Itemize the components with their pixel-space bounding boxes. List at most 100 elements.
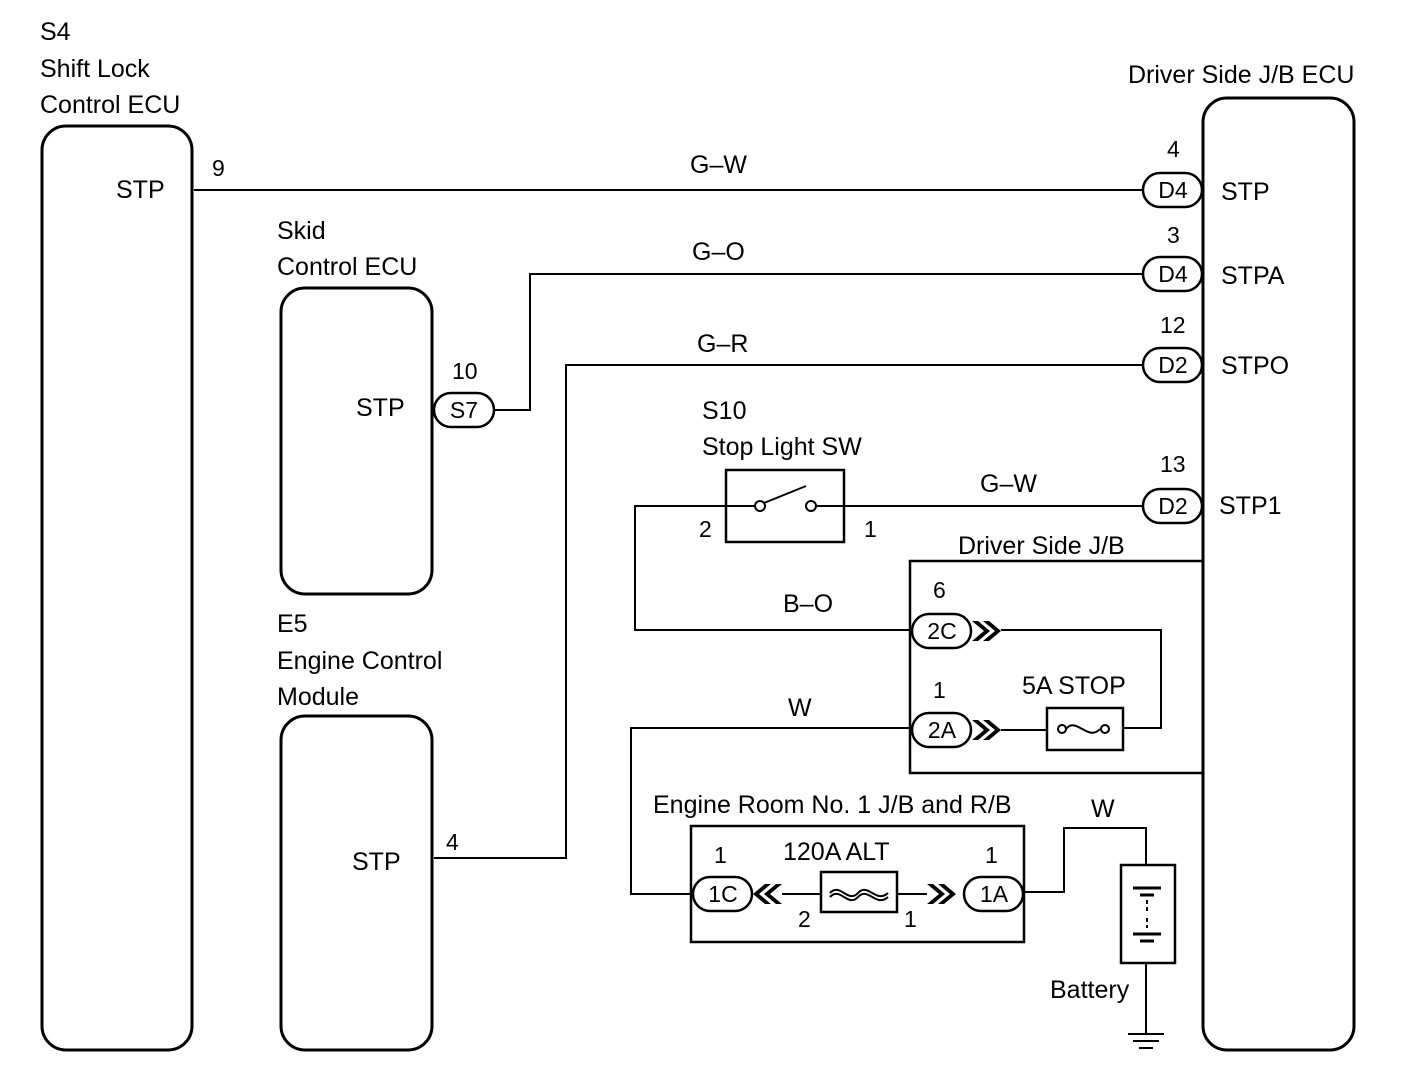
wire-color-label: G–W (690, 151, 747, 179)
jb-ecu-pin-stpo: 12 (1160, 312, 1186, 338)
fuse-120a-pin-right: 1 (904, 906, 917, 932)
fuse-5a-element (1065, 724, 1101, 734)
skid-ecu-name-line2: Control ECU (277, 253, 417, 281)
connector-1c-pin: 1 (714, 842, 727, 868)
wire-stpa-skid: G–O (494, 238, 1143, 411)
connector-d4-stp-label: D4 (1158, 177, 1188, 203)
wire-line (434, 364, 1143, 859)
connector-1a-label: 1A (980, 881, 1009, 907)
skid-ecu-pin: 10 (452, 358, 478, 384)
connector-1a-pin: 1 (985, 842, 998, 868)
terminal-arrow-2a-b (983, 720, 1001, 740)
terminal-arrow-2c-a (972, 621, 990, 641)
terminal-arrow-1c-b (764, 884, 782, 904)
ecm-code: E5 (277, 610, 308, 638)
shift-lock-ecu-pin: 9 (212, 155, 225, 181)
wire-color-label: G–O (692, 238, 745, 266)
terminal-arrow-1a-a (927, 884, 945, 904)
wire-color-label: B–O (783, 590, 833, 618)
connector-2a-pin: 1 (933, 677, 946, 703)
driver-side-jb: Driver Side J/B 6 2C 1 2A 5A STOP (908, 532, 1203, 775)
engine-control-module: E5 Engine Control Module STP 4 (277, 610, 459, 1052)
shift-lock-ecu-code: S4 (40, 18, 71, 46)
connector-2a-label: 2A (928, 717, 957, 743)
wire-color-label: W (788, 694, 812, 722)
wire-line (494, 273, 1143, 411)
ecm-name-line2: Module (277, 683, 359, 711)
skid-ecu-name-line1: Skid (277, 217, 326, 245)
skid-control-ecu: Skid Control ECU STP 10 S7 (277, 217, 496, 596)
switch-contact-left (754, 500, 766, 512)
wire-battery-positive (1023, 827, 1147, 893)
wire-stp-shift-lock: G–W (194, 151, 1143, 191)
jb-ecu-terminal-stp1: STP1 (1219, 492, 1282, 520)
wire-1c-to-2a: W (630, 694, 912, 895)
switch-blade (763, 485, 807, 504)
skid-ecu-box (279, 286, 434, 596)
jb-ecu-pin-stp1: 13 (1160, 451, 1186, 477)
engine-room-jb-name: Engine Room No. 1 J/B and R/B (653, 791, 1012, 819)
wire-line (630, 727, 912, 895)
jb-ecu-pin-stpa: 3 (1167, 222, 1180, 248)
jb-ecu-terminal-stpa: STPA (1221, 262, 1285, 290)
terminal-arrow-2c-b (983, 621, 1001, 641)
terminal-arrow-1c-a (753, 884, 771, 904)
wire-stpo-ecm: G–R (434, 330, 1143, 859)
wire-color-label: G–R (697, 330, 748, 358)
terminal-arrow-2a-a (972, 720, 990, 740)
jb-ecu-box (1201, 96, 1356, 1052)
connector-2c-pin: 6 (933, 577, 946, 603)
shift-lock-ecu-name-line2: Control ECU (40, 91, 180, 119)
battery-label: Battery (1050, 976, 1130, 1004)
wire-color-label: W (1091, 795, 1115, 823)
connector-s7-label: S7 (450, 397, 478, 423)
stop-light-sw-name: Stop Light SW (702, 433, 862, 461)
ecm-name-line1: Engine Control (277, 647, 442, 675)
switch-contact-right (805, 500, 817, 512)
fuse-120a-alt-box (819, 870, 899, 914)
fuse-120a-element-2 (829, 892, 889, 902)
connector-d4-stpa-label: D4 (1158, 261, 1188, 287)
ecm-terminal: STP (352, 848, 401, 876)
stop-light-sw-code: S10 (702, 397, 746, 425)
driver-side-jb-box (908, 559, 1203, 775)
connector-1c-label: 1C (708, 881, 737, 907)
terminal-arrow-1a-b (938, 884, 956, 904)
fuse-120a-element (829, 888, 889, 898)
jb-ecu-pin-stp: 4 (1167, 136, 1180, 162)
stop-light-sw-pin-left: 2 (699, 516, 712, 542)
jb-ecu-name: Driver Side J/B ECU (1128, 61, 1354, 89)
shift-lock-ecu-name-line1: Shift Lock (40, 55, 150, 83)
jb-internal-wire-top (1001, 629, 1162, 729)
fuse-120a-pin-left: 2 (798, 906, 811, 932)
fuse-5a-stop-label: 5A STOP (1022, 672, 1126, 700)
fuse-120a-alt-label: 120A ALT (783, 838, 890, 866)
jb-ecu-terminal-stpo: STPO (1221, 352, 1289, 380)
shift-lock-control-ecu: S4 Shift Lock Control ECU STP 9 (40, 18, 225, 1052)
fuse-5a-contact-left (1057, 724, 1067, 734)
connector-2c-label: 2C (927, 618, 956, 644)
jb-ecu-terminal-stp: STP (1221, 178, 1270, 206)
battery: W Battery (1023, 795, 1177, 1049)
ecm-box (279, 714, 434, 1052)
wire-switch-to-2c: B–O (634, 505, 912, 631)
engine-room-jb-box (689, 824, 1026, 944)
shift-lock-ecu-box (40, 124, 194, 1052)
engine-room-jb: Engine Room No. 1 J/B and R/B 1 1C 120A … (653, 791, 1026, 944)
fuse-5a-contact-right (1100, 724, 1110, 734)
stop-light-sw-pin-right: 1 (864, 516, 877, 542)
connector-2a (910, 711, 973, 749)
stop-light-switch: S10 Stop Light SW 2 1 (699, 397, 877, 544)
connector-d2-stpo-label: D2 (1158, 352, 1187, 378)
wire-line (634, 505, 912, 631)
ecm-pin: 4 (446, 829, 459, 855)
skid-ecu-terminal: STP (356, 394, 405, 422)
wire-stp1-switch: G–W (844, 470, 1143, 507)
driver-side-jb-ecu: Driver Side J/B ECU 4 D4 STP 3 D4 STPA 1… (1128, 61, 1356, 1052)
shift-lock-ecu-terminal: STP (116, 176, 165, 204)
connector-1a (962, 875, 1025, 913)
driver-side-jb-name: Driver Side J/B (958, 532, 1125, 560)
wire-color-label: G–W (980, 470, 1037, 498)
battery-box (1119, 863, 1177, 965)
